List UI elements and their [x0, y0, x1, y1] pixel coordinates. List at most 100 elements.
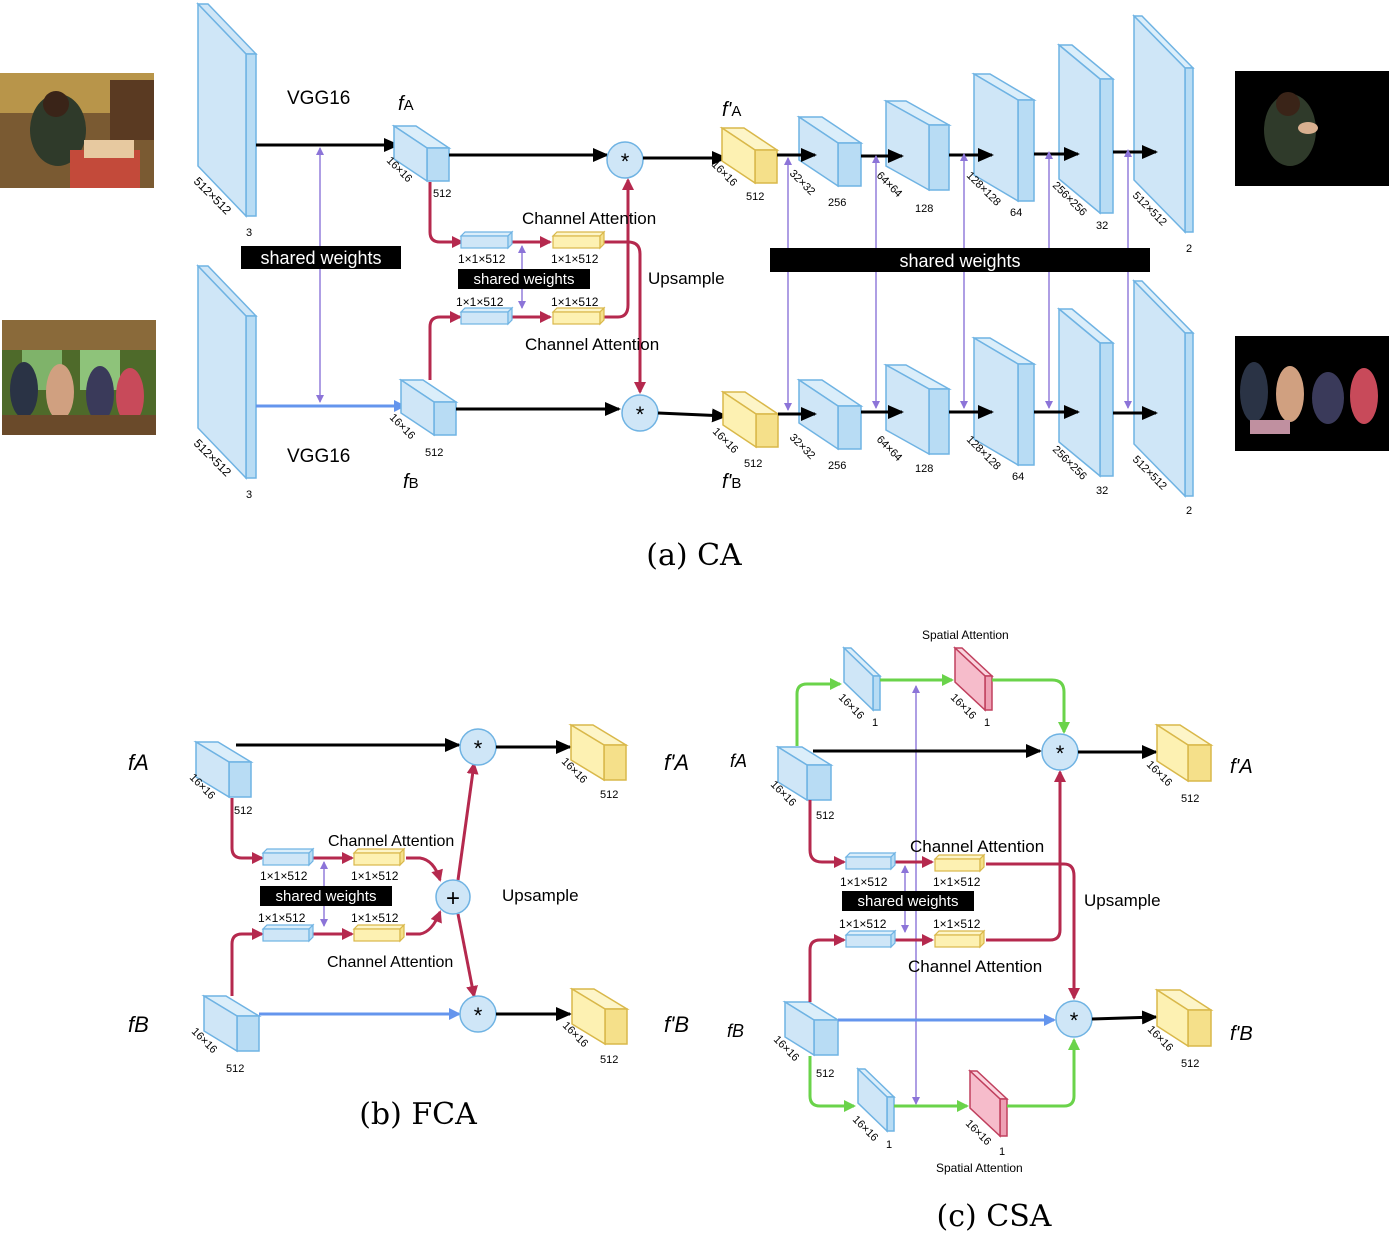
channel-attention-label-bottom: Channel Attention — [525, 335, 659, 354]
upsample-label-b: Upsample — [502, 886, 579, 905]
fA-label-b: fA — [128, 750, 149, 775]
attended-cube-fpB-c — [1154, 988, 1214, 1048]
multiply-symbol-a-b: * — [474, 736, 483, 761]
ca-vector-yellow-bottom-b — [352, 923, 406, 943]
spatial-attention-label-top: Spatial Attention — [922, 628, 1009, 642]
vec-label-4: 1×1×512 — [551, 295, 599, 309]
spatial-slab-blue-top — [842, 646, 882, 712]
input-tensor-a — [196, 2, 258, 218]
dec-top-ch-3: 64 — [1010, 207, 1022, 219]
ca-vector-blue-top — [459, 230, 514, 250]
sa-arrow-bottom-to-mul — [1007, 1038, 1080, 1108]
caption-a: (a) CA — [646, 538, 742, 573]
attended-cube-fpA — [719, 126, 780, 185]
fpB-label: f'B — [722, 471, 741, 493]
ca-vector-yellow-top — [551, 230, 606, 250]
shared-weights-label-c: shared weights — [858, 893, 959, 910]
shared-weights-label-right: shared weights — [899, 251, 1020, 271]
input-image-a — [0, 73, 154, 188]
ca-arrow-fB-in-b — [230, 928, 264, 996]
fA-label-c: fA — [730, 751, 747, 771]
ca-vector-yellow-bottom-c — [933, 929, 986, 949]
input-ch-b: 3 — [246, 489, 252, 501]
panel-a: 512×512 3 512×512 3 VGG16 VGG16 shared w… — [0, 2, 1389, 573]
decoder-bottom — [796, 279, 1195, 498]
vec-label-c2: 1×1×512 — [933, 875, 981, 889]
decoder-shared-arrows — [784, 149, 1132, 411]
fpA-ch: 512 — [746, 191, 764, 203]
fpB-ch: 512 — [744, 458, 762, 470]
multiply-symbol-b-c: * — [1070, 1008, 1079, 1033]
sa-arrow-top-to-mul — [992, 678, 1070, 734]
fpA-ch-c: 512 — [1181, 793, 1199, 805]
add-symbol-b: + — [446, 885, 460, 912]
plus-to-mulA-arrow — [456, 762, 479, 881]
fB-ch-b: 512 — [226, 1063, 244, 1075]
fA-ch-b: 512 — [234, 805, 252, 817]
dec-bot-ch-2: 128 — [915, 463, 933, 475]
channel-attention-label-bottom-c: Channel Attention — [908, 957, 1042, 976]
ca-arrow-fB-in — [428, 311, 462, 380]
fB-ch: 512 — [425, 447, 443, 459]
dec-bot-dims-1: 32×32 — [787, 432, 817, 462]
spatial-slab-blue-bottom — [856, 1067, 896, 1133]
attended-cube-fpA-b — [568, 723, 629, 782]
ca-vector-yellow-top-b — [352, 847, 406, 867]
shared-weights-label-mid: shared weights — [474, 271, 575, 288]
spatial-attention-label-bottom: Spatial Attention — [936, 1161, 1023, 1175]
feature-cube-fB-b — [201, 994, 262, 1053]
panel-b: fA fB f'A f'B 16×16 512 16×16 512 — [128, 723, 689, 1132]
decoder-arrows-top — [777, 145, 1158, 163]
fpA-ch-b: 512 — [600, 789, 618, 801]
sa-arrow-fB-in — [808, 1056, 856, 1112]
ca-arrow-top-to-mulB-c — [986, 862, 1080, 1000]
ca-arrow-bottom-to-mulA — [604, 178, 634, 319]
upsample-label-c: Upsample — [1084, 891, 1161, 910]
channel-attention-label-top-b: Channel Attention — [328, 833, 454, 850]
fpA-label-b: f'A — [664, 750, 689, 775]
ca-vector-yellow-top-c — [933, 853, 986, 873]
multiply-symbol-b-b: * — [474, 1003, 483, 1028]
multiply-symbol-b: * — [636, 402, 645, 427]
ca-arrow-to-plus-bottom — [406, 910, 442, 936]
attended-cube-fpA-c — [1154, 723, 1214, 783]
vec-label-c4: 1×1×512 — [933, 917, 981, 931]
decoder-arrows-bottom — [778, 405, 1158, 421]
feature-cube-fA-b — [193, 740, 254, 799]
vec-label-1: 1×1×512 — [458, 252, 506, 266]
fA-label: fA — [398, 93, 414, 115]
multiply-symbol-a: * — [621, 149, 630, 174]
multiply-symbol-a-c: * — [1056, 741, 1065, 766]
output-mask-b — [1235, 336, 1389, 451]
fB-ch-c: 512 — [816, 1068, 834, 1080]
fpB-label-b: f'B — [664, 1012, 689, 1037]
vec-label-b1: 1×1×512 — [260, 869, 308, 883]
mulB-to-fpB-arrow — [657, 408, 728, 423]
add-node-b — [435, 879, 471, 915]
fB-label-c: fB — [727, 1021, 744, 1041]
attended-cube-fpB-b — [569, 987, 630, 1046]
channel-attention-label-top: Channel Attention — [522, 209, 656, 228]
fpB-ch-b: 512 — [600, 1054, 618, 1066]
sa-arrow-fA-in — [795, 678, 842, 746]
fpA-label: f'A — [722, 99, 741, 121]
attended-cube-fpB — [720, 390, 781, 449]
dec-top-ch-1: 256 — [828, 197, 846, 209]
feature-cube-fA-c — [775, 745, 834, 802]
shared-weights-box-mid — [458, 269, 590, 289]
input-tensor-b — [196, 264, 258, 480]
panel-c: fA fB f'A f'B 16×16 512 16×16 512 — [727, 628, 1253, 1234]
shared-weights-box-b — [260, 886, 392, 906]
fB-label: fB — [403, 471, 419, 493]
vec-label-3: 1×1×512 — [456, 295, 504, 309]
fB-label-b: fB — [128, 1012, 149, 1037]
upsample-label: Upsample — [648, 269, 725, 288]
ca-vector-blue-bottom — [459, 306, 514, 326]
dec-bot-ch-3: 64 — [1012, 471, 1024, 483]
decoder-top — [796, 14, 1195, 234]
vec-label-2: 1×1×512 — [551, 252, 599, 266]
ca-arrow-fB-in-c — [808, 934, 846, 1002]
shared-weights-label-b: shared weights — [276, 888, 377, 905]
plus-to-mulB-arrow — [456, 913, 478, 998]
